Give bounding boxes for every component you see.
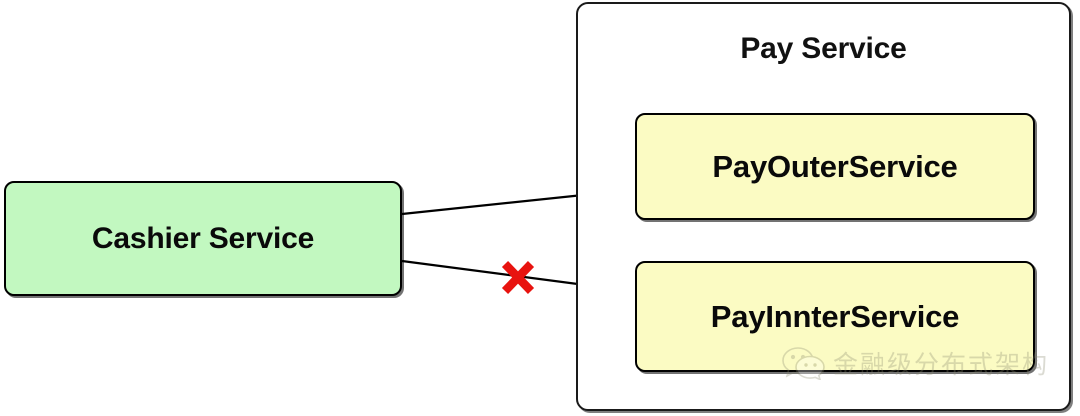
node-pay-innter-service-label: PayInnterService <box>710 298 960 334</box>
blocked-x-icon <box>501 261 535 294</box>
node-cashier-service-label: Cashier Service <box>91 221 315 255</box>
node-cashier-service[interactable]: Cashier Service <box>4 181 402 296</box>
node-pay-innter-service[interactable]: PayInnterService <box>635 261 1035 372</box>
node-pay-outer-service[interactable]: PayOuterService <box>635 113 1035 220</box>
node-pay-service-label: Pay Service <box>740 32 907 65</box>
node-pay-outer-service-label: PayOuterService <box>712 148 958 184</box>
